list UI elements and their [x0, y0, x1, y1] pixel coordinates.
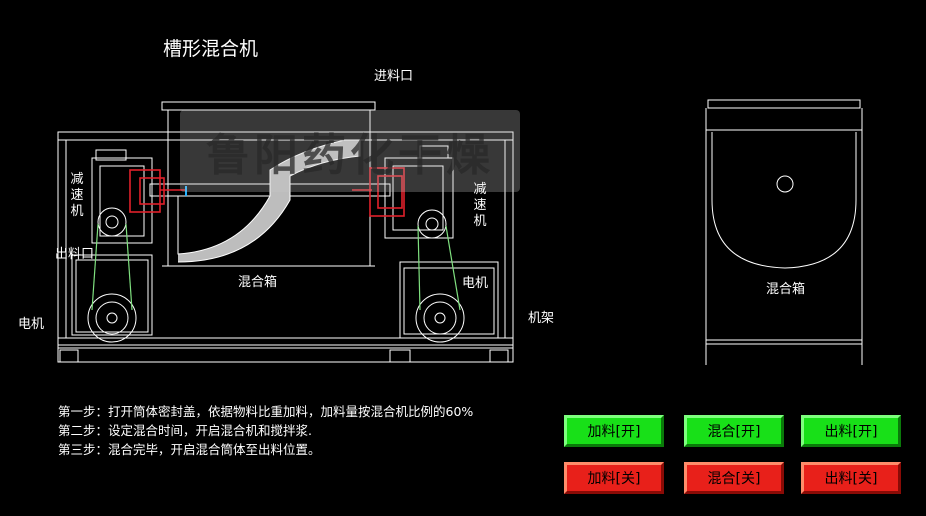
feed-on-button[interactable]: 加料[开]	[564, 415, 664, 447]
motor-left-label: 电机	[18, 317, 45, 332]
discharge-off-button[interactable]: 出料[关]	[801, 462, 901, 494]
motor-right-label: 电机	[462, 276, 489, 291]
watermark: 鲁阳药化干燥	[180, 110, 520, 192]
page-title: 槽形混合机	[163, 38, 259, 60]
reducer-right-label: 减速机	[473, 182, 487, 229]
inlet-label: 进料口	[374, 69, 414, 84]
mix-off-button[interactable]: 混合[关]	[684, 462, 784, 494]
step-3: 第三步：混合完毕，开启混合筒体至出料位置。	[58, 442, 321, 457]
outlet-label: 出料口	[55, 247, 95, 262]
step-2: 第二步：设定混合时间，开启混合机和搅拌浆.	[58, 423, 312, 438]
frame-label: 机架	[528, 311, 555, 326]
feed-off-button[interactable]: 加料[关]	[564, 462, 664, 494]
mixing-box-side-label: 混合箱	[766, 282, 806, 297]
mixing-box-label: 混合箱	[238, 275, 278, 290]
step-1: 第一步：打开筒体密封盖，依据物料比重加料，加料量按混合机比例的60%	[58, 404, 474, 419]
mix-on-button[interactable]: 混合[开]	[684, 415, 784, 447]
reducer-left-label: 减速机	[70, 172, 84, 219]
discharge-on-button[interactable]: 出料[开]	[801, 415, 901, 447]
